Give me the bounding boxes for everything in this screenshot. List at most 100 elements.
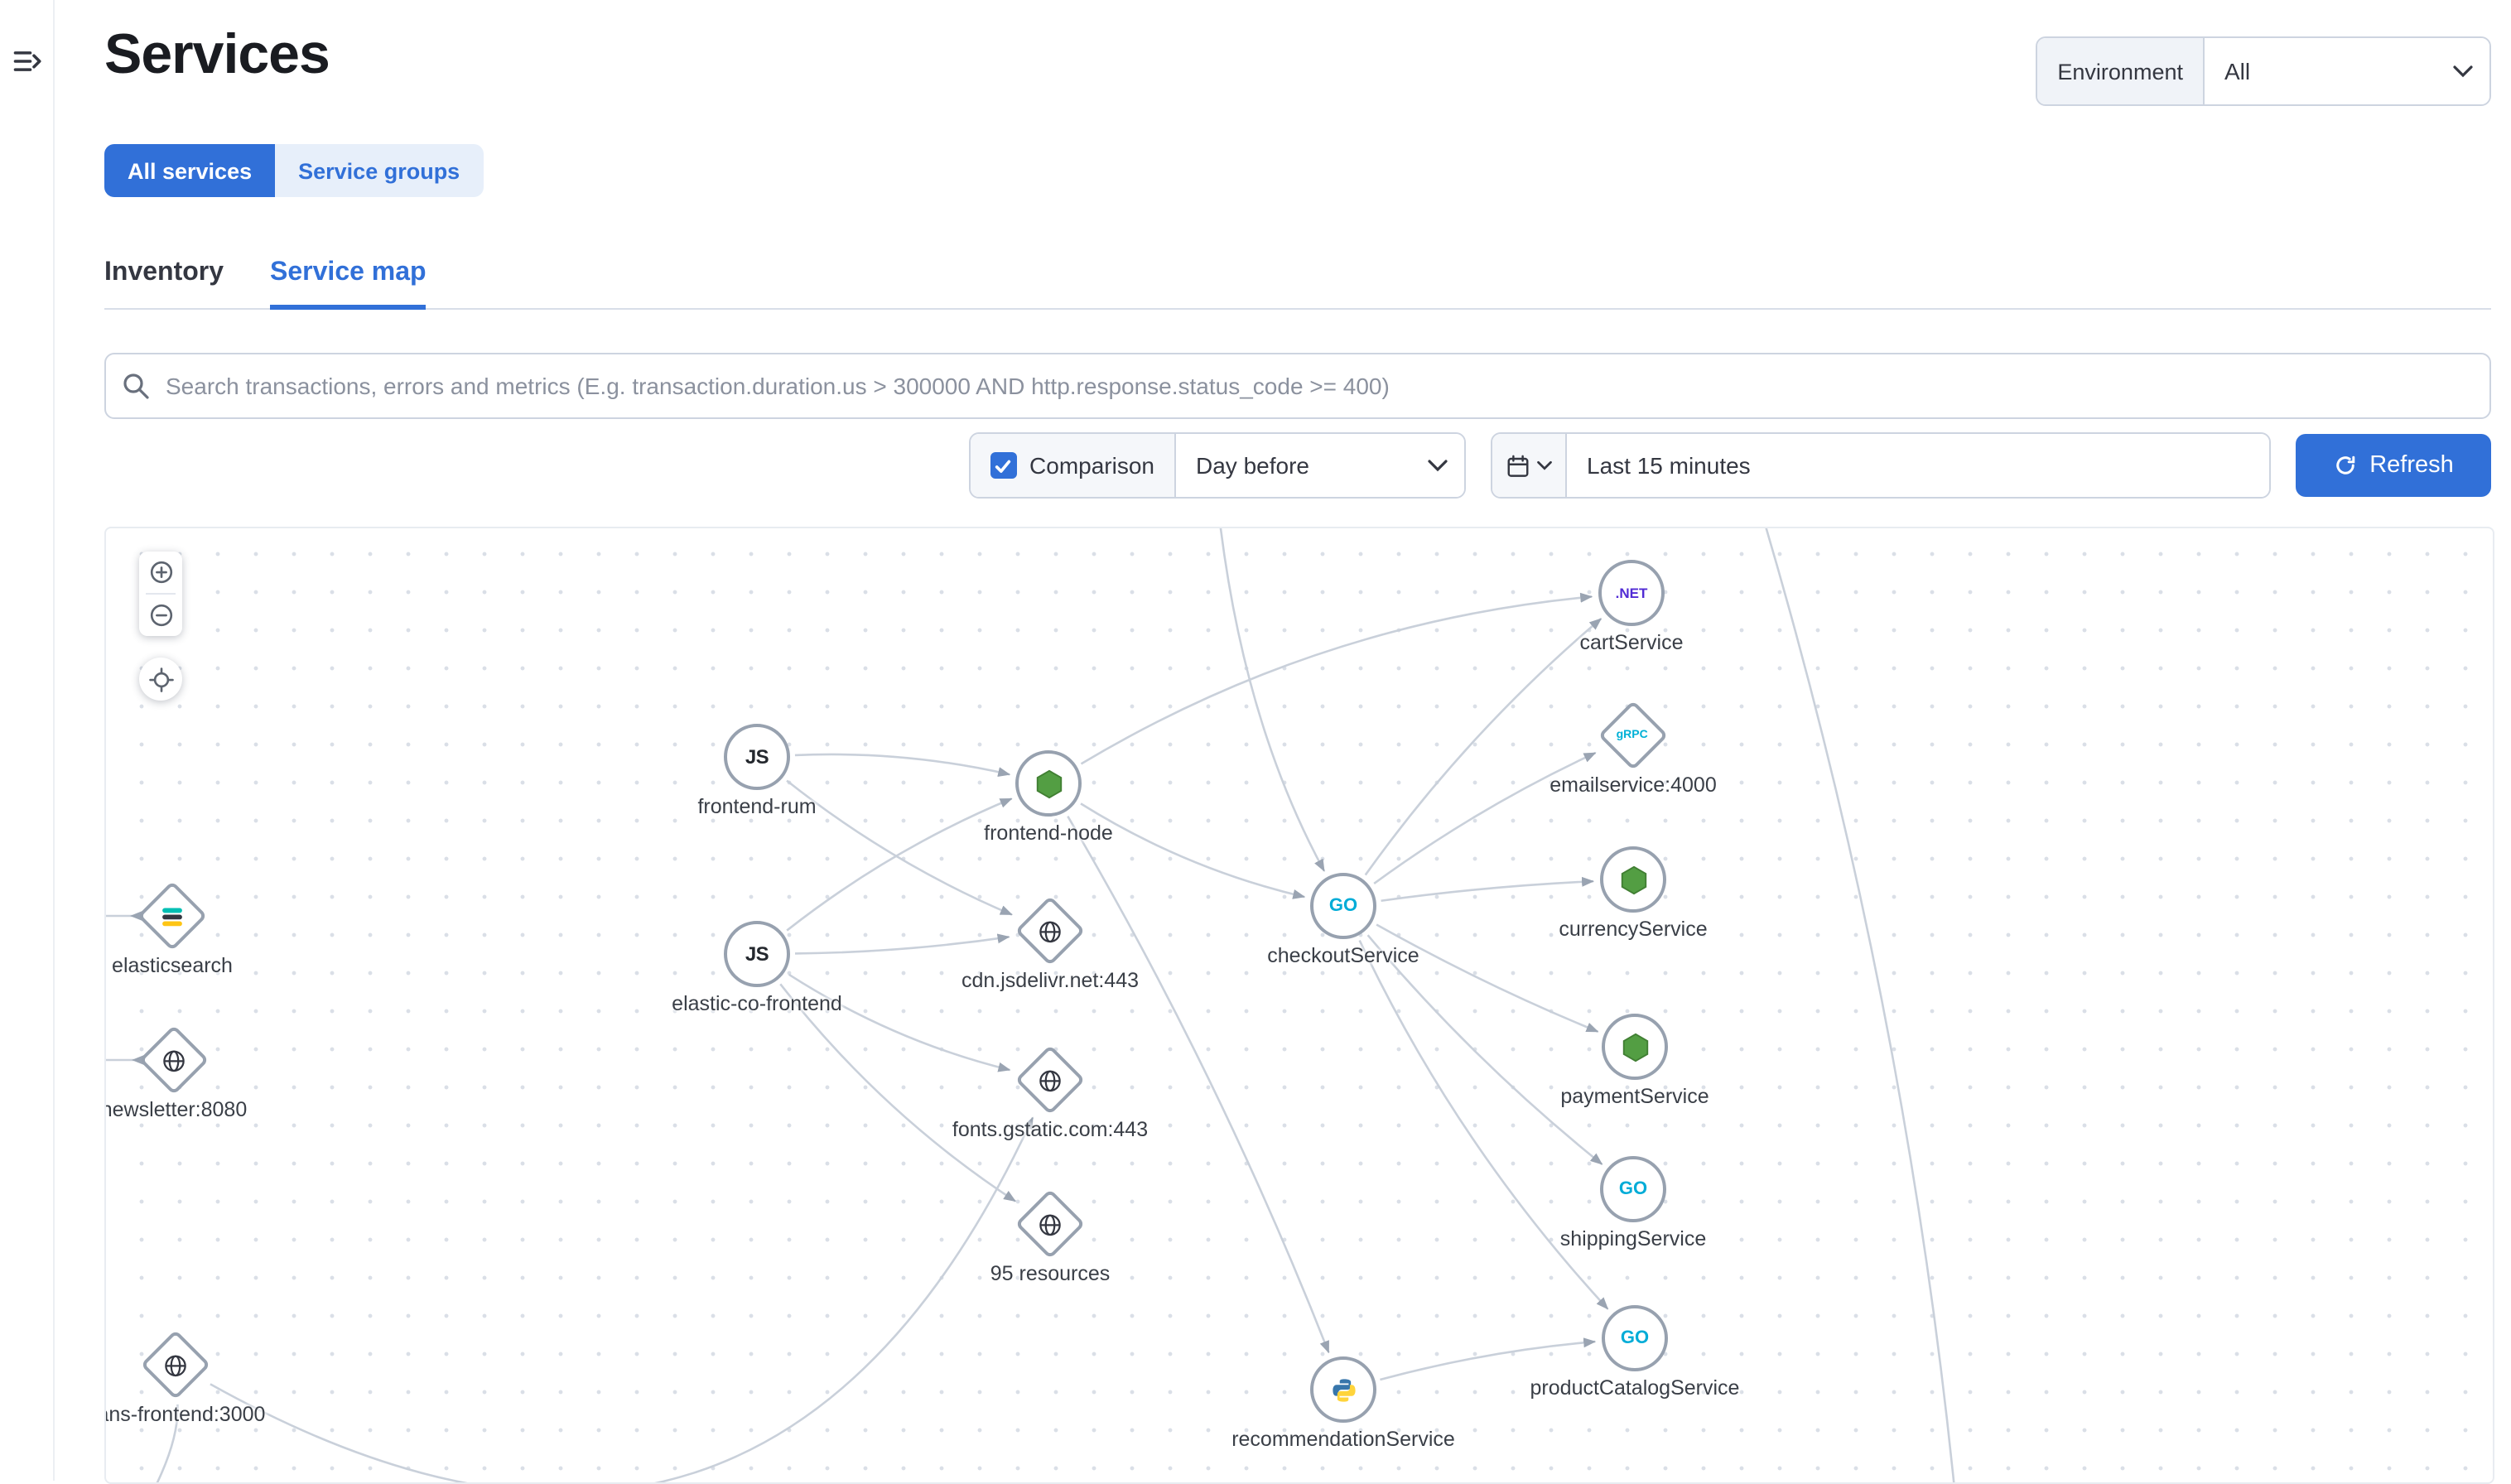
nodejs-icon — [1617, 864, 1649, 895]
comparison-select[interactable]: Day before — [1176, 434, 1464, 497]
tab-inventory[interactable]: Inventory — [104, 258, 224, 287]
service-map-edge — [1380, 1337, 1597, 1381]
comparison-select-value: Day before — [1196, 452, 1309, 479]
service-node-label: emailservice:4000 — [1549, 773, 1717, 797]
service-map-edge — [1364, 618, 1603, 876]
js-icon: JS — [745, 942, 769, 966]
service-node-elastic-co-frontend[interactable]: JS — [724, 921, 790, 987]
service-map-edges — [106, 528, 1955, 1482]
service-node-label: productCatalogService — [1530, 1376, 1740, 1400]
date-picker-menu[interactable] — [1492, 434, 1567, 497]
service-map-edge — [1067, 816, 1330, 1354]
refresh-button[interactable]: Refresh — [2296, 434, 2491, 497]
service-node-label: cdn.jsdelivr.net:443 — [961, 969, 1140, 992]
service-map-edge — [794, 933, 1010, 955]
service-node-elasticsearch[interactable] — [137, 880, 208, 952]
page-title: Services — [104, 23, 330, 86]
checkbox-check-icon — [995, 459, 1011, 472]
service-node-label: elasticsearch — [112, 954, 233, 977]
service-node-label: 95 resources — [990, 1262, 1111, 1285]
service-node-eans-frontend-3000[interactable] — [140, 1329, 211, 1400]
zoom-in-icon[interactable] — [139, 552, 182, 593]
service-node-newsletter-8080[interactable] — [138, 1024, 210, 1096]
service-map-edge — [1366, 934, 1603, 1165]
service-node-95-resources[interactable] — [1015, 1188, 1086, 1260]
zoom-controls — [139, 552, 182, 636]
search-bar — [104, 353, 2491, 419]
time-controls: Comparison Day before Refresh — [968, 432, 2491, 499]
service-groups-button[interactable]: Service groups — [275, 144, 484, 197]
service-node-productcatalogservice[interactable]: GO — [1602, 1305, 1668, 1371]
service-node-label: fonts.gstatic.com:443 — [952, 1118, 1149, 1141]
service-node-fonts-gstatic-com-443[interactable] — [1015, 1044, 1086, 1115]
service-map-edge — [1376, 923, 1599, 1034]
go-icon: GO — [1328, 896, 1358, 916]
go-icon: GO — [1618, 1179, 1648, 1199]
service-node-cdn-jsdelivr-net-443[interactable] — [1015, 895, 1086, 966]
service-node-frontend-node[interactable] — [1015, 750, 1082, 817]
nodejs-icon — [1033, 768, 1064, 799]
js-icon: JS — [745, 745, 769, 768]
service-map-edge — [788, 973, 1011, 1072]
service-map-edge — [1080, 802, 1306, 899]
grpc-icon: gRPC — [1617, 730, 1650, 741]
globe-icon — [1038, 1212, 1063, 1236]
service-node-cartservice[interactable]: .NET — [1598, 560, 1665, 626]
service-map-canvas[interactable]: elasticsearch newsletter:8080 eans-fronten… — [104, 527, 2494, 1484]
comparison-control: Comparison Day before — [968, 432, 1466, 499]
service-node-label: newsletter:8080 — [104, 1098, 248, 1121]
service-map-edge — [210, 1116, 1034, 1482]
service-map-edge — [786, 779, 1013, 916]
service-node-label: elastic-co-frontend — [672, 992, 842, 1015]
service-node-currencyservice[interactable] — [1600, 846, 1666, 913]
refresh-icon — [2335, 455, 2354, 475]
go-icon: GO — [1620, 1328, 1650, 1348]
service-node-label: cartService — [1579, 631, 1684, 654]
environment-value: All — [2224, 58, 2251, 84]
service-node-label: eans-frontend:3000 — [106, 1403, 266, 1426]
tab-service-map[interactable]: Service map — [270, 245, 427, 310]
service-map-edge — [794, 753, 1011, 777]
comparison-label: Comparison — [1029, 452, 1154, 479]
date-picker — [1491, 432, 2271, 499]
service-node-label: frontend-node — [984, 822, 1113, 845]
service-node-label: recommendationService — [1231, 1428, 1455, 1451]
service-node-shippingservice[interactable]: GO — [1600, 1156, 1666, 1222]
service-map-edge — [1219, 528, 1326, 872]
service-node-label: shippingService — [1559, 1227, 1707, 1250]
service-node-label: paymentService — [1560, 1085, 1709, 1108]
collapsed-nav-rail — [0, 0, 55, 1481]
nodejs-icon — [1619, 1031, 1651, 1062]
center-map-icon[interactable] — [139, 658, 182, 701]
globe-icon — [163, 1352, 188, 1377]
globe-icon — [161, 1048, 186, 1072]
service-map-edge — [1381, 876, 1595, 903]
environment-select[interactable]: All — [2205, 38, 2489, 104]
service-node-recommendationservice[interactable] — [1310, 1356, 1376, 1423]
menu-expand-icon[interactable] — [12, 46, 41, 76]
service-node-frontend-rum[interactable]: JS — [724, 724, 790, 790]
all-services-button[interactable]: All services — [104, 144, 276, 197]
service-map-edge — [156, 1404, 179, 1482]
service-node-paymentservice[interactable] — [1602, 1014, 1668, 1080]
calendar-icon — [1507, 454, 1529, 476]
service-map-edge — [1373, 751, 1597, 884]
time-range-input[interactable] — [1567, 434, 2269, 497]
service-node-label: currencyService — [1559, 918, 1708, 941]
globe-icon — [1038, 1067, 1063, 1092]
chevron-down-icon — [1537, 460, 1552, 470]
chevron-down-icon — [2453, 65, 2473, 78]
service-map-edge — [1080, 592, 1593, 765]
refresh-label: Refresh — [2369, 452, 2454, 479]
globe-icon — [1038, 918, 1063, 943]
elasticsearch-icon — [158, 902, 186, 930]
zoom-out-icon[interactable] — [139, 595, 182, 636]
divider — [146, 593, 176, 595]
service-node-checkoutservice[interactable]: GO — [1310, 873, 1376, 939]
service-map-edge — [1358, 940, 1609, 1310]
comparison-checkbox[interactable] — [990, 452, 1017, 479]
search-input[interactable] — [162, 371, 2473, 401]
service-map-edge — [779, 983, 1017, 1202]
service-map-edge — [786, 797, 1013, 932]
